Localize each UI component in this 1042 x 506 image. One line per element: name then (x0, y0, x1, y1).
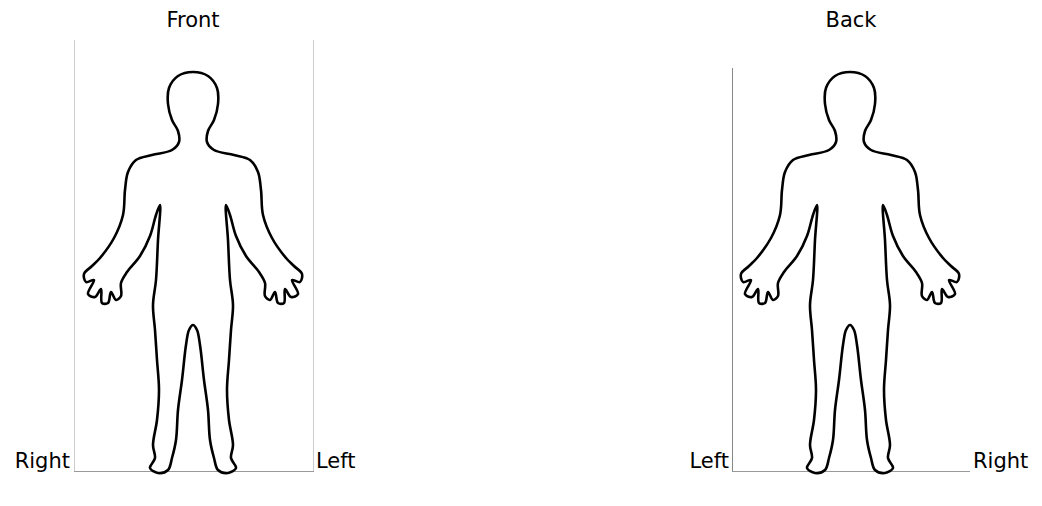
side-label: Right (15, 449, 70, 474)
side-label: Left (689, 449, 729, 474)
body-outlines (84, 72, 959, 473)
frame-line (732, 68, 733, 471)
side-label: Left (316, 449, 356, 474)
frame-line (313, 40, 314, 471)
frame-line (732, 471, 970, 472)
view-title: Back (826, 8, 877, 33)
body-outline (741, 72, 959, 473)
body-outline (84, 72, 302, 473)
frame-line (74, 471, 314, 472)
view-title: Front (166, 8, 219, 33)
frame-line (74, 40, 75, 471)
side-label: Right (973, 449, 1028, 474)
